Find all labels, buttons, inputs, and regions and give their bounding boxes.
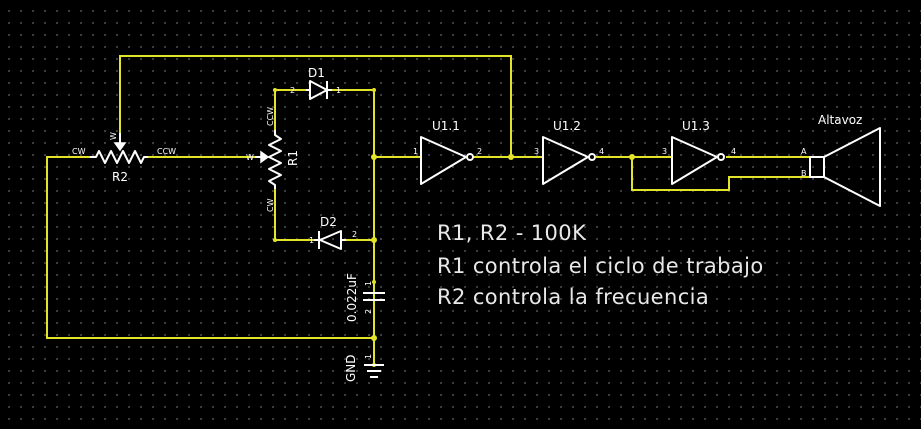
inverter-triangle-icon <box>671 136 718 185</box>
c1-value-label: 0.022uF <box>345 273 359 322</box>
junction-dot <box>371 154 377 160</box>
speaker-ref-label: Altavoz <box>818 113 862 127</box>
speaker-altavoz: Altavoz A B <box>801 113 881 207</box>
r1-ref-label: R1 <box>286 150 300 166</box>
u1-3-pin-out-label: 4 <box>731 147 736 156</box>
c1-pin2-label: 2 <box>364 309 373 314</box>
u1-3-pin-in-label: 3 <box>662 147 667 156</box>
r1-ccw-label: CCW <box>266 107 275 126</box>
u1-1-pin-in-label: 1 <box>413 147 418 156</box>
u1-2-pin-out-label: 4 <box>599 147 604 156</box>
wiper-arrow-icon <box>260 150 270 164</box>
speaker-pin-a-label: A <box>801 147 807 156</box>
junction-dot <box>273 238 277 242</box>
junction-dot <box>273 88 277 92</box>
capacitor-c1: 1 2 0.022uF <box>345 273 385 322</box>
inverter-bubble-icon <box>717 153 725 161</box>
resistor-zigzag <box>268 130 282 189</box>
gnd-pin-label: 1 <box>364 354 373 359</box>
speaker-pin-b-label: B <box>801 169 807 178</box>
wiper-arrow-icon <box>113 142 127 152</box>
diode-triangle-icon <box>319 230 342 250</box>
wire-feedback-top <box>119 55 512 158</box>
wire-u1-2-out-to-spk-b <box>631 156 811 191</box>
d1-pin2-label: 2 <box>290 86 295 95</box>
r2-ref-label: R2 <box>112 170 128 184</box>
junction-dot <box>371 335 377 341</box>
notes: R1, R2 - 100K R1 controla el ciclo de tr… <box>437 221 764 309</box>
inverter-u1-1: U1.1 1 2 <box>413 119 482 185</box>
wire-r2-cw-loop <box>46 156 375 339</box>
wire-d1-pin2 <box>274 89 307 131</box>
u1-3-ref-label: U1.3 <box>682 119 710 133</box>
inverter-triangle-icon <box>420 136 467 185</box>
u1-2-pin-in-label: 3 <box>534 147 539 156</box>
u1-2-ref-label: U1.2 <box>553 119 581 133</box>
inverter-u1-2: U1.2 3 4 <box>534 119 604 185</box>
potentiometer-r1: CCW CW W R1 <box>246 107 300 212</box>
d1-ref-label: D1 <box>308 66 325 80</box>
diode-triangle-icon <box>309 80 328 100</box>
note-line: R1, R2 - 100K <box>437 221 587 245</box>
c1-pin1-label: 1 <box>364 281 373 286</box>
d2-ref-label: D2 <box>320 215 337 229</box>
r2-cw-label: CW <box>72 147 86 156</box>
inverter-u1-3: U1.3 3 4 <box>662 119 736 185</box>
junctions <box>273 88 635 367</box>
r1-wiper-label: W <box>246 153 254 162</box>
junction-dot <box>629 154 635 160</box>
note-line: R1 controla el ciclo de trabajo <box>437 254 764 278</box>
diode-d1: D1 2 1 <box>290 66 341 100</box>
d2-pin2-label: 2 <box>352 230 357 239</box>
potentiometer-r2: CW CCW W R2 <box>72 132 176 184</box>
wires <box>46 55 811 366</box>
d2-pin1-label: 1 <box>309 236 314 245</box>
ground-symbol: 1 GND <box>344 354 384 382</box>
junction-dot <box>371 237 377 243</box>
junction-dot <box>372 280 376 284</box>
u1-1-ref-label: U1.1 <box>432 119 460 133</box>
r1-cw-label: CW <box>266 198 275 212</box>
d1-pin1-label: 1 <box>336 86 341 95</box>
speaker-cone-icon <box>823 127 881 207</box>
junction-dot <box>508 154 514 160</box>
r2-wiper-label: W <box>109 132 118 140</box>
inverter-bubble-icon <box>588 153 596 161</box>
inverter-triangle-icon <box>542 136 589 185</box>
diode-d2: D2 1 2 <box>309 215 357 250</box>
gnd-label: GND <box>344 354 358 382</box>
speaker-body-icon <box>809 156 825 178</box>
junction-dot <box>372 88 376 92</box>
resistor-zigzag <box>90 150 148 164</box>
inverter-bubble-icon <box>466 153 474 161</box>
u1-1-pin-out-label: 2 <box>477 147 482 156</box>
wire-d2-pin1 <box>274 188 315 241</box>
r2-ccw-label: CCW <box>157 147 176 156</box>
note-line: R2 controla la frecuencia <box>437 285 709 309</box>
